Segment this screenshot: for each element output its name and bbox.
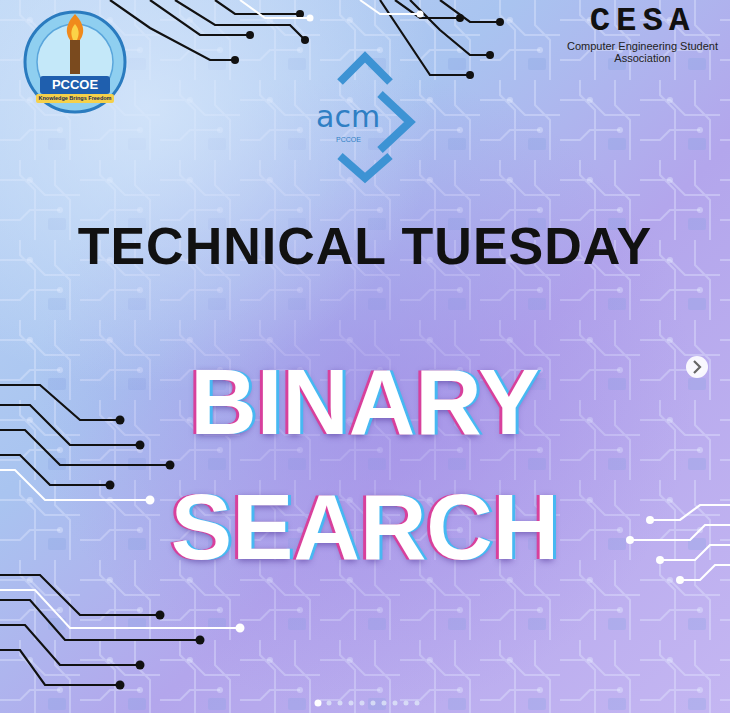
carousel-dot xyxy=(404,701,409,706)
pccoe-ribbon-text: PCCOE xyxy=(40,77,110,93)
carousel-dot xyxy=(349,701,354,706)
acm-logo-text: acm xyxy=(316,100,374,134)
pccoe-motto: Knowledge Brings Freedom xyxy=(36,95,114,102)
topic-heading: BINARY SEARCH xyxy=(150,340,580,590)
acm-chapter-text: PCCOE xyxy=(336,136,366,144)
carousel-next xyxy=(686,356,708,378)
cesa-logo-text: CESA xyxy=(560,2,725,40)
trace-pad xyxy=(231,10,504,79)
carousel-dot xyxy=(338,701,343,706)
circuit-trace xyxy=(0,385,170,485)
circuit-trace-light xyxy=(240,0,420,18)
carousel-dot xyxy=(327,701,332,706)
carousel-dot xyxy=(360,701,365,706)
association-name: Computer Engineering Student Association xyxy=(560,40,725,64)
carousel-dot xyxy=(315,700,322,707)
trace-pad-light xyxy=(307,11,424,22)
trace-pad-light xyxy=(626,516,684,584)
poster-title: TECHNICAL TUESDAY xyxy=(0,216,730,276)
carousel-dots xyxy=(315,700,420,707)
carousel-dot xyxy=(382,701,387,706)
circuit-trace xyxy=(110,0,500,75)
circuit-trace-light xyxy=(630,505,730,580)
trace-pad xyxy=(116,611,205,690)
circuit-trace-light xyxy=(0,590,244,632)
circuit-trace-light xyxy=(0,470,154,504)
carousel-dot xyxy=(393,701,398,706)
carousel-dot xyxy=(415,701,420,706)
circuit-trace xyxy=(0,575,200,685)
trace-pad xyxy=(106,416,175,490)
carousel-dot xyxy=(371,701,376,706)
pccoe-logo xyxy=(25,12,125,112)
